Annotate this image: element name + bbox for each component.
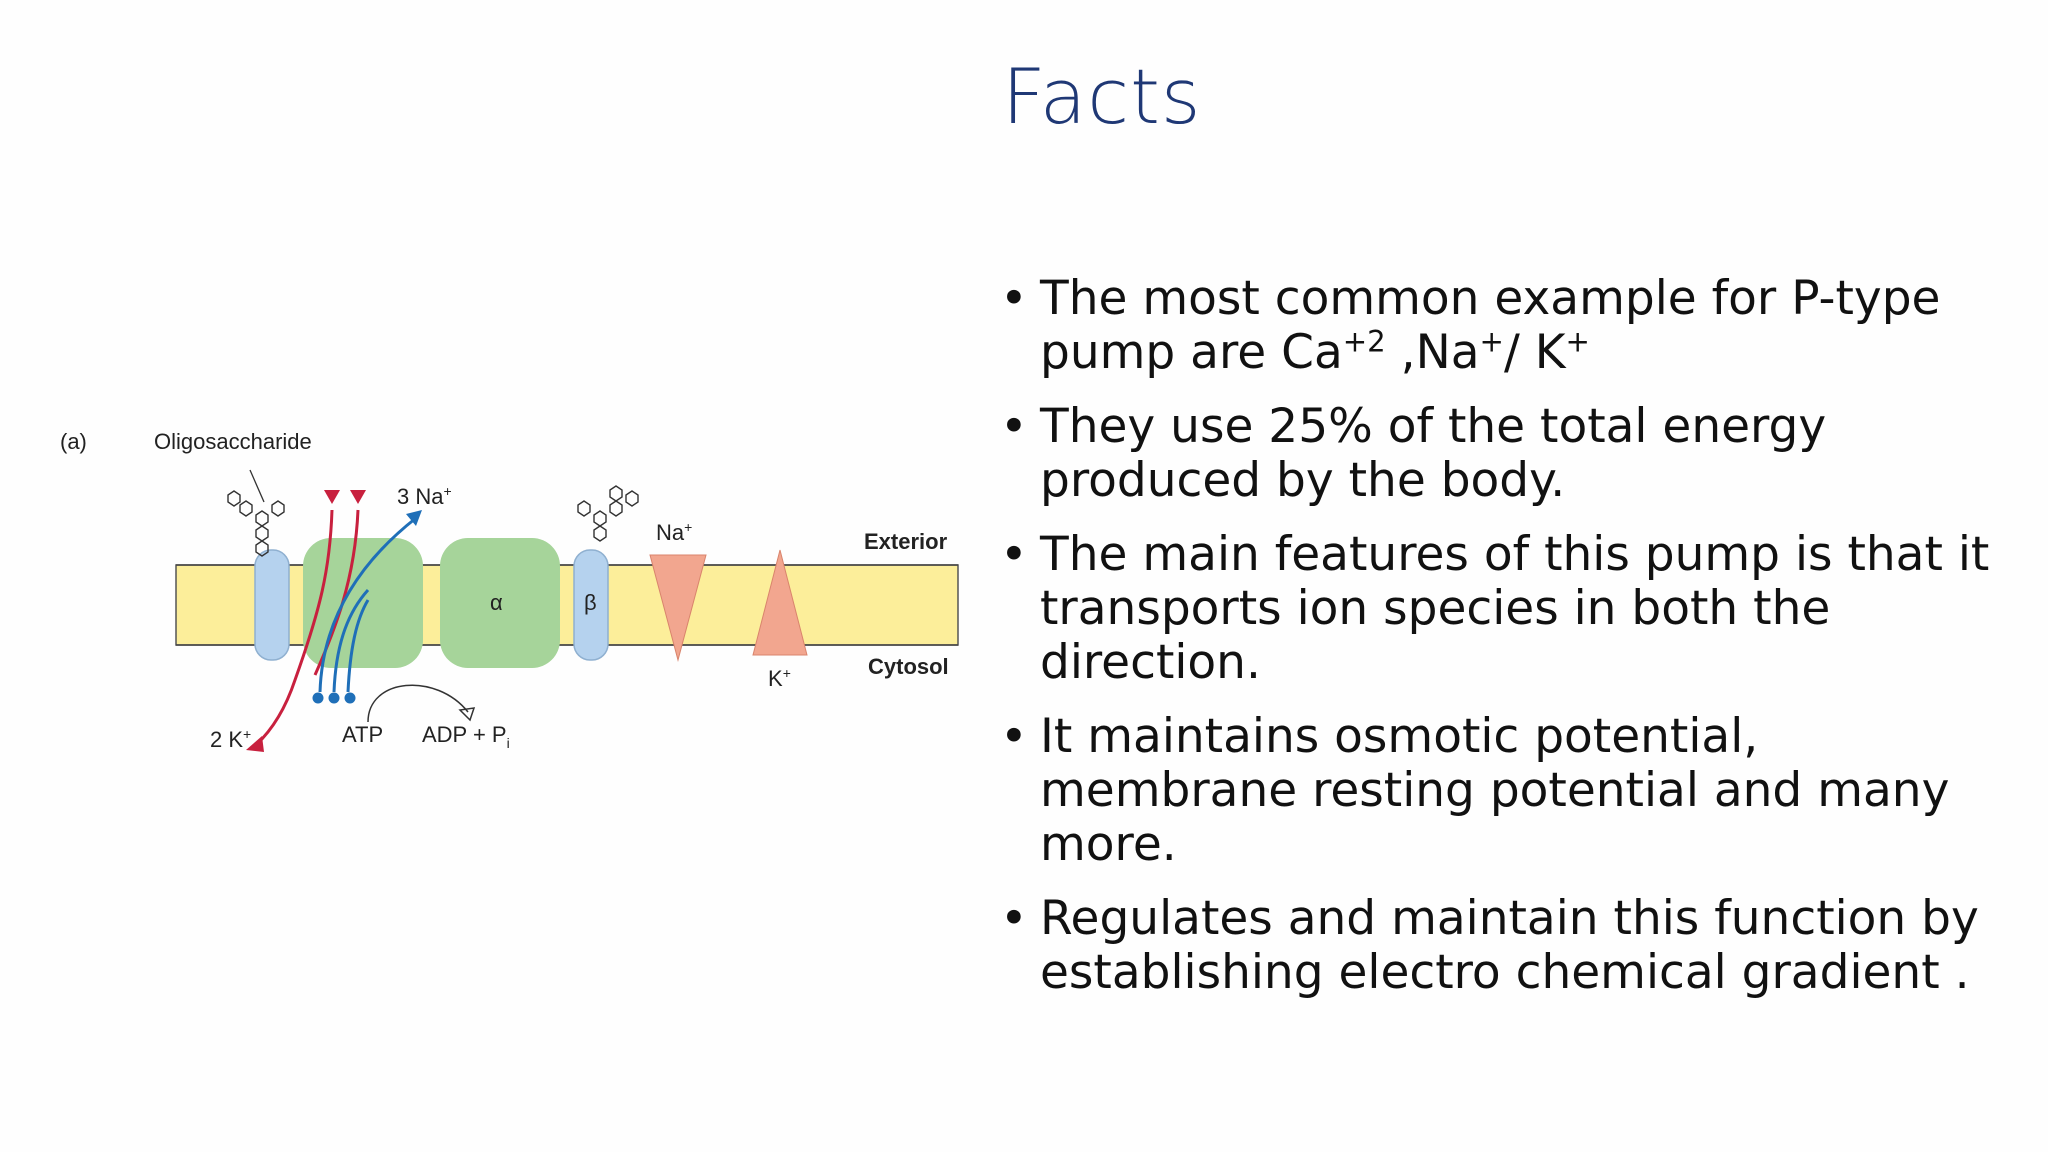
na-arrowhead [406, 510, 422, 526]
alpha-label: α [490, 590, 503, 615]
oligosaccharide-label: Oligosaccharide [154, 429, 312, 454]
pump-diagram: (a) Oligosaccharide 3 Na+ α β Na+ Exteri… [50, 410, 970, 770]
atp-hydrolysis-arrow [367, 684, 469, 723]
k-arrowhead-bottom [246, 736, 264, 752]
beta-label: β [584, 590, 597, 615]
oligosaccharide-left [227, 490, 285, 557]
k-channel-label: K+ [768, 665, 791, 691]
facts-list: • The most common example for P-type pum… [1000, 272, 2000, 1020]
alpha-subunit-left [303, 538, 423, 668]
na3-label: 3 Na+ [397, 483, 452, 509]
beta-subunit-left [254, 549, 290, 661]
na-ion-3 [344, 692, 356, 704]
bullet-glyph: • [1000, 527, 1028, 582]
bullet-glyph: • [1000, 891, 1028, 946]
beta-subunit-right [573, 549, 609, 661]
na-ion-1 [312, 692, 324, 704]
fact-item: • It maintains osmotic potential, membra… [1000, 709, 1950, 872]
fact-item: • The most common example for P-type pum… [1000, 271, 1941, 380]
alpha-subunit-right [440, 538, 560, 668]
na-channel-label: Na+ [656, 519, 692, 545]
fact-item: • They use 25% of the total energy produ… [1000, 399, 1827, 508]
k2-label: 2 K+ [210, 726, 251, 752]
slide-title: Facts [1002, 52, 1202, 141]
oligosaccharide-right [577, 485, 639, 542]
fact-item: • Regulates and maintain this function b… [1000, 891, 1979, 1000]
bullet-glyph: • [1000, 399, 1028, 454]
pump-diagram-svg: (a) Oligosaccharide 3 Na+ α β Na+ Exteri… [60, 429, 959, 752]
bullet-glyph: • [1000, 271, 1028, 326]
bullet-glyph: • [1000, 709, 1028, 764]
sodium-arrows [318, 516, 417, 693]
atp-label: ATP [342, 722, 383, 747]
k-arrowhead-top-right [350, 490, 366, 504]
panel-label: (a) [60, 429, 87, 454]
k-arrowhead-top-left [324, 490, 340, 504]
fact-item: • The main features of this pump is that… [1000, 527, 1990, 690]
adp-label: ADP + Pi [422, 722, 510, 751]
k-channel [752, 549, 808, 656]
na-ion-2 [328, 692, 340, 704]
cytosol-label: Cytosol [868, 654, 949, 679]
exterior-label: Exterior [864, 529, 948, 554]
na-channel [649, 554, 707, 662]
membrane-bilayer [175, 564, 959, 646]
